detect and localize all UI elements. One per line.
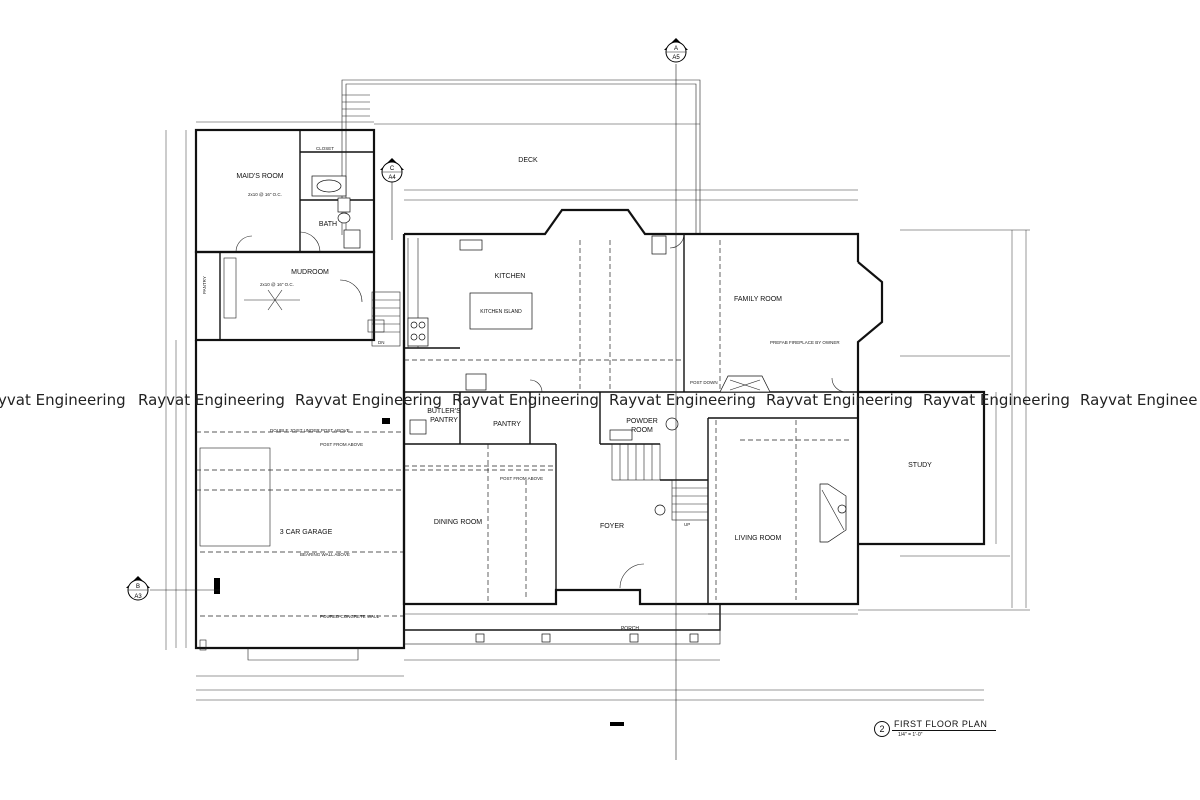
room-label-mudroom: MUDROOM [291, 269, 329, 276]
drawing-number: 2 [874, 721, 890, 737]
note-fireplace: PREFAB FIREPLACE BY OWNER [770, 340, 840, 345]
section-marker-b: B A3 [126, 576, 220, 601]
drawing-scale: 1/4" = 1'-0" [898, 732, 923, 738]
section-c-letter: C [390, 166, 395, 172]
section-c-sheet: A4 [388, 175, 396, 181]
room-label-garage: 3 CAR GARAGE [280, 529, 333, 536]
room-label-maids: MAID'S ROOM [236, 173, 283, 180]
note-post-above-dining: POST FROM ABOVE [500, 476, 543, 481]
room-label-foyer: FOYER [600, 523, 624, 530]
drawing-title: FIRST FLOOR PLAN [894, 719, 988, 729]
drawing-title-block: 2 FIRST FLOOR PLAN 1/4" = 1'-0" [872, 718, 1002, 748]
room-label-butlers-2: PANTRY [430, 417, 458, 424]
room-label-deck: DECK [518, 157, 538, 164]
room-label-kitchen: KITCHEN [495, 273, 526, 280]
watermark-text: Rayvat Engineering [923, 391, 1070, 409]
room-label-kitchen-island: KITCHEN ISLAND [480, 309, 522, 315]
note-bearing-wall: BEARING WALL ABOVE [300, 552, 350, 557]
room-label-bath: BATH [319, 221, 337, 228]
framing-lines [404, 240, 850, 604]
note-double-joist: DOUBLE JOIST UNDER POST ABOVE [270, 428, 350, 433]
room-label-powder-2: ROOM [631, 427, 653, 434]
section-a-letter: A [674, 46, 678, 52]
room-label-family: FAMILY ROOM [734, 296, 782, 303]
watermark-text: Rayvat Engineering [295, 391, 442, 409]
section-a-sheet: A5 [672, 55, 680, 61]
watermark-text: Rayvat Engineering [766, 391, 913, 409]
section-marker-a: A A5 [610, 38, 688, 760]
deck-outline [341, 79, 701, 235]
note-pantry-small: PANTRY [202, 276, 207, 294]
mudroom-area [194, 250, 385, 342]
maids-wing [194, 128, 376, 254]
porch-area [403, 604, 721, 645]
note-closet: CLOSET [316, 146, 334, 151]
note-foundation-wall: POURED CONCRETE WALL [320, 614, 380, 619]
title-underline [892, 730, 996, 731]
dimension-lines [165, 121, 1030, 701]
note-joists-mudroom: 2x10 @ 16" O.C. [260, 282, 294, 287]
main-house-walls [371, 208, 986, 606]
note-post-above-garage: POST FROM ABOVE [320, 442, 363, 447]
note-post-down: POST DOWN [690, 380, 718, 385]
room-label-living: LIVING ROOM [735, 535, 782, 542]
section-b-sheet: A3 [134, 594, 142, 600]
room-label-study: STUDY [908, 462, 932, 469]
plan-notes: CLOSET PANTRY PREFAB FIREPLACE BY OWNER … [202, 146, 840, 619]
note-joists-maids: 2x10 @ 16" O.C. [248, 192, 282, 197]
watermark-text: Rayvat Engineering [452, 391, 599, 409]
room-label-porch: PORCH [621, 626, 639, 632]
room-label-butlers-1: BUTLER'S [427, 408, 461, 415]
room-label-dining: DINING ROOM [434, 519, 482, 526]
fireplace-symbol [719, 375, 847, 543]
section-b-letter: B [136, 584, 140, 590]
note-up: UP [684, 522, 690, 527]
watermark-text: yvat Engineering [0, 391, 126, 409]
room-labels: MAID'S ROOM BATH MUDROOM KITCHEN KITCHEN… [236, 157, 932, 632]
note-dn: DN [378, 340, 385, 345]
watermark-text: Rayvat Enginee [1080, 391, 1198, 409]
section-marker-c: C A4 [380, 158, 404, 240]
stair [371, 291, 709, 521]
garage-area [194, 340, 406, 661]
watermark-text: Rayvat Engineering [609, 391, 756, 409]
room-label-pantry: PANTRY [493, 421, 521, 428]
room-label-powder-1: POWDER [626, 418, 658, 425]
watermark-text: Rayvat Engineering [138, 391, 285, 409]
